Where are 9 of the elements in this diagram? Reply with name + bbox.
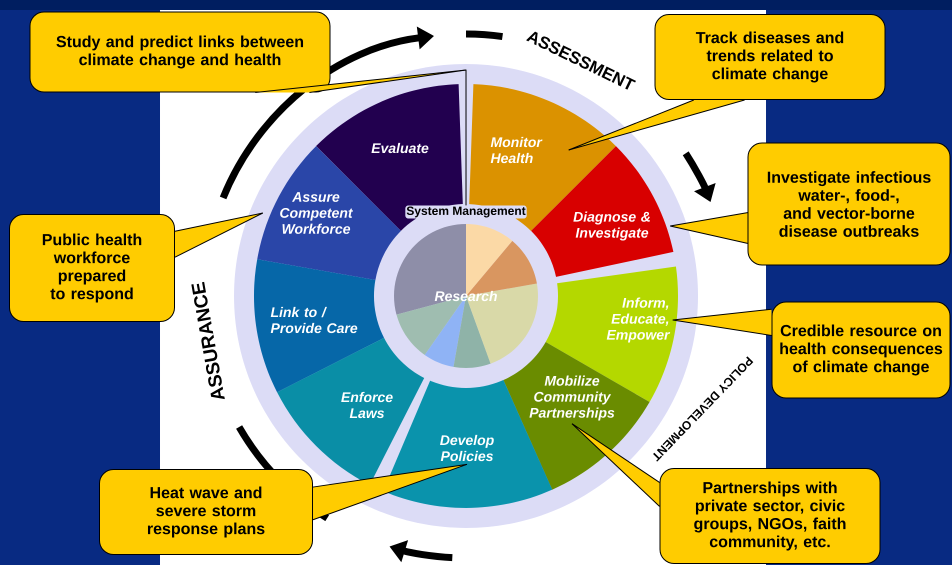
callout-box: Credible resource on health consequences of climate change	[772, 302, 951, 398]
callout-box: Public health workforce prepared to respond	[9, 214, 175, 322]
center-pie: System Management Research	[394, 206, 538, 368]
wheel-segment: Link to / Provide Care	[254, 259, 384, 392]
callout-box: Investigate infectious water-, food-, and vector-borne disease outbreaks	[748, 142, 951, 266]
wheel-segment: Enforce Laws	[277, 338, 424, 485]
wheel-segment: Mobilize Community Partnerships	[503, 342, 650, 490]
node-label: System Management	[406, 206, 526, 218]
callout-box: Partnerships with private sector, civic groups, NGOs, faith community, etc.	[660, 468, 880, 564]
